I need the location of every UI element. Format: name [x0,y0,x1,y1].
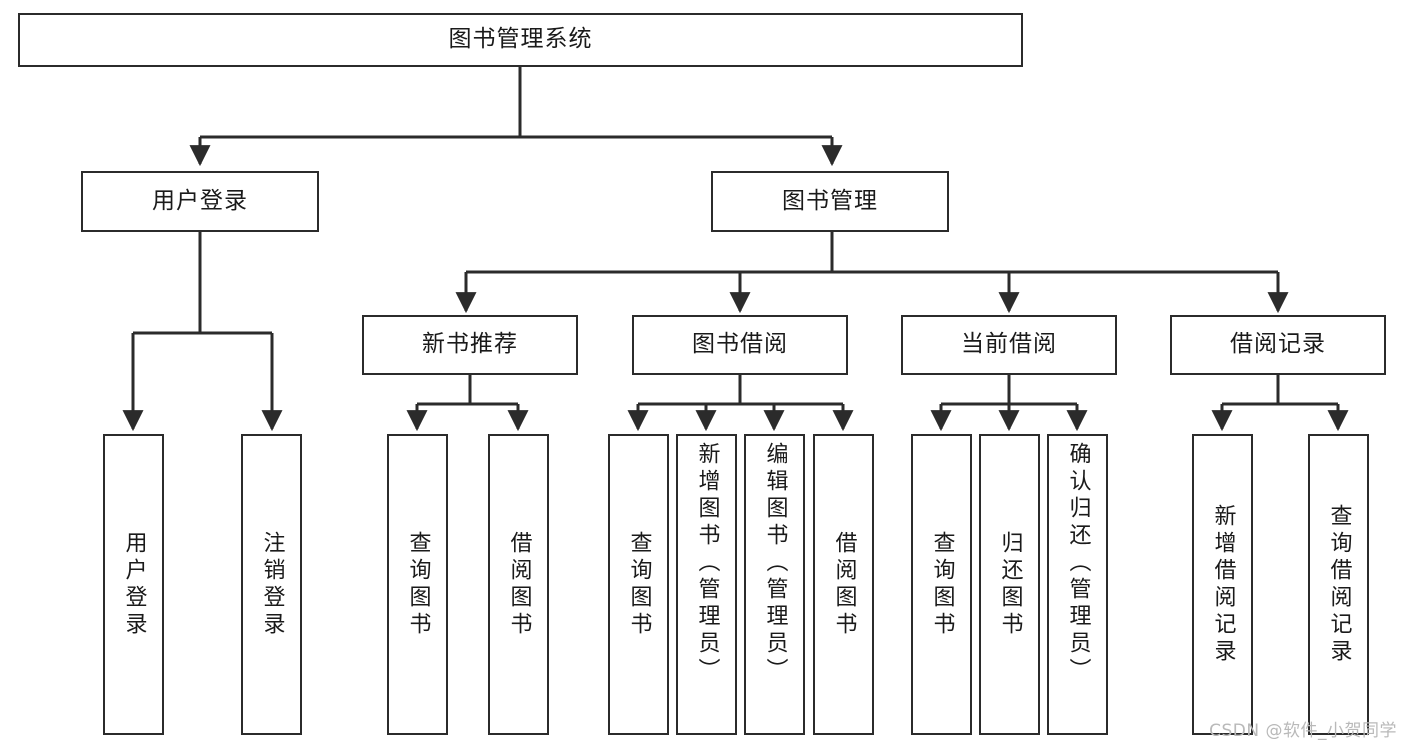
leaf-book-borrow-borrow[interactable]: 借阅图书 [813,434,874,735]
leaf-current-borrow-query[interactable]: 查询图书 [911,434,972,735]
node-new-book-recommend-label: 新书推荐 [422,331,518,358]
leaf-label: 用户登录 [121,530,147,639]
leaf-label: 查询图书 [626,530,652,639]
leaf-user-login-login[interactable]: 用户登录 [103,434,164,735]
leaf-borrow-record-add[interactable]: 新增借阅记录 [1192,434,1253,735]
leaf-label: 借阅图书 [506,530,532,639]
node-borrow-record-label: 借阅记录 [1230,331,1326,358]
leaf-current-borrow-confirm[interactable]: 确认归还（管理员） [1047,434,1108,735]
leaf-current-borrow-return[interactable]: 归还图书 [979,434,1040,735]
leaf-label: 查询图书 [405,530,431,639]
leaf-book-borrow-query[interactable]: 查询图书 [608,434,669,735]
leaf-label: 查询图书 [929,530,955,639]
node-user-login[interactable]: 用户登录 [81,171,319,232]
leaf-new-book-borrow[interactable]: 借阅图书 [488,434,549,735]
node-current-borrow-label: 当前借阅 [961,331,1057,358]
leaf-label: 归还图书 [997,530,1023,639]
leaf-book-borrow-add[interactable]: 新增图书（管理员） [676,434,737,735]
watermark: CSDN @软件_小贺同学 [1209,721,1397,741]
node-new-book-recommend[interactable]: 新书推荐 [362,315,578,375]
leaf-user-login-logout[interactable]: 注销登录 [241,434,302,735]
leaf-book-borrow-edit[interactable]: 编辑图书（管理员） [744,434,805,735]
node-root[interactable]: 图书管理系统 [18,13,1023,67]
node-borrow-record[interactable]: 借阅记录 [1170,315,1386,375]
node-current-borrow[interactable]: 当前借阅 [901,315,1117,375]
node-book-management-label: 图书管理 [782,187,878,214]
node-book-borrow-label: 图书借阅 [692,331,788,358]
node-user-login-label: 用户登录 [152,187,248,214]
node-book-management[interactable]: 图书管理 [711,171,949,232]
leaf-new-book-query[interactable]: 查询图书 [387,434,448,735]
node-book-borrow[interactable]: 图书借阅 [632,315,848,375]
leaf-label: 注销登录 [259,530,285,639]
leaf-label: 借阅图书 [831,530,857,639]
leaf-borrow-record-query[interactable]: 查询借阅记录 [1308,434,1369,735]
leaf-label: 新增借阅记录 [1210,503,1236,666]
leaf-label: 确认归还（管理员） [1065,442,1091,685]
leaf-label: 编辑图书（管理员） [762,442,788,685]
leaf-label: 新增图书（管理员） [694,442,720,685]
node-root-label: 图书管理系统 [448,26,593,53]
leaf-label: 查询借阅记录 [1326,503,1352,666]
